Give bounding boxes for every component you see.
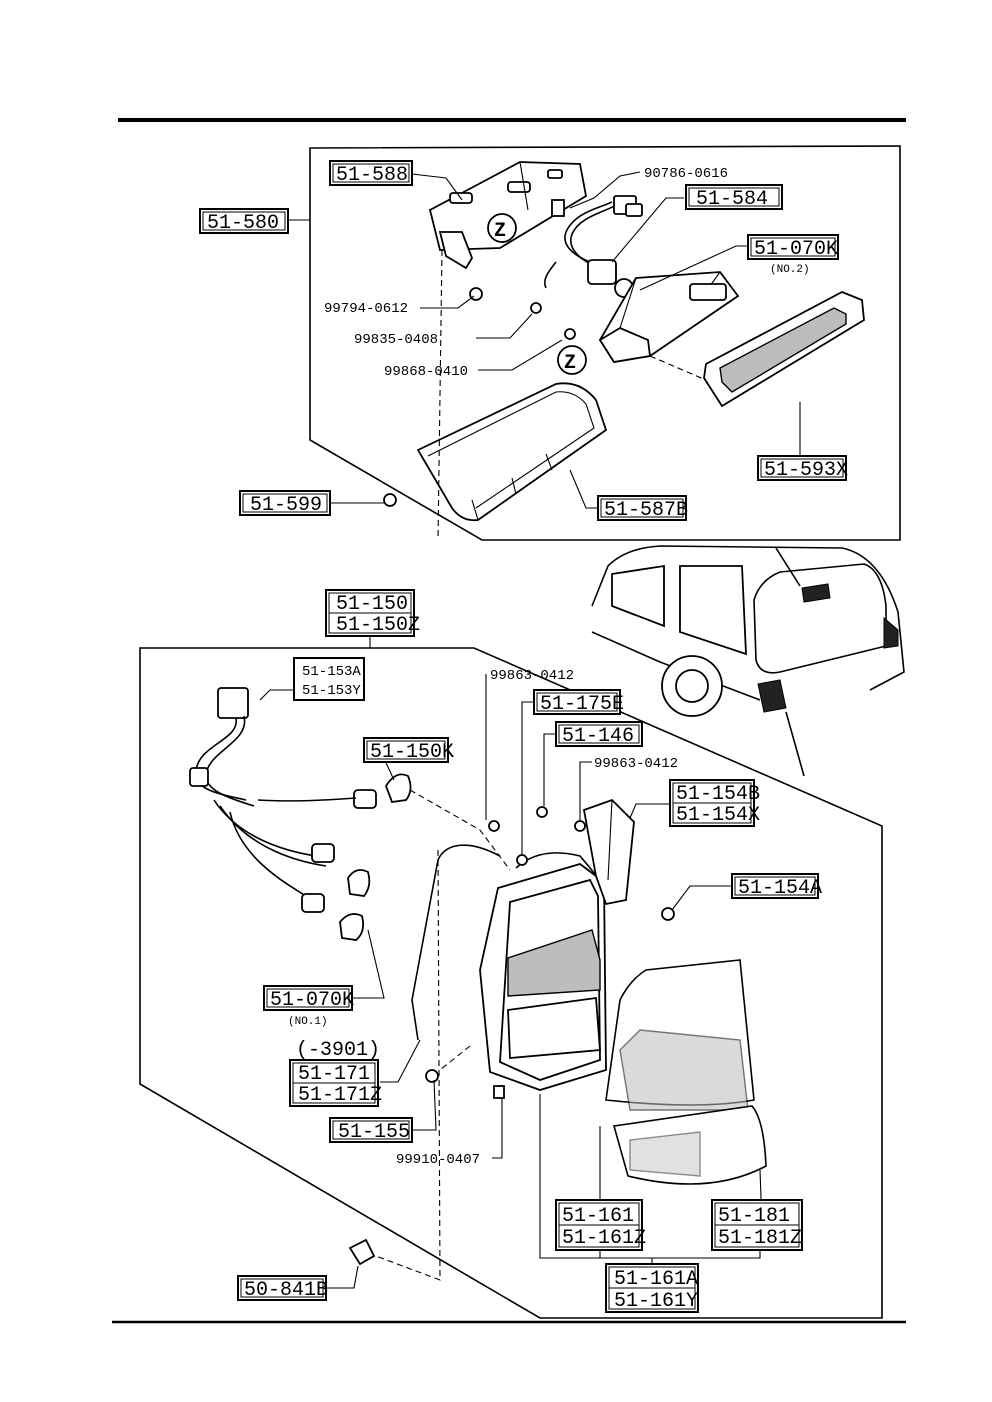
svg-text:51-593X: 51-593X xyxy=(764,459,848,482)
svg-text:51-181Z: 51-181Z xyxy=(718,1227,802,1250)
label-51-181-stack: 51-181 51-181Z xyxy=(711,1199,803,1251)
label-50-841b: 50-841B xyxy=(237,1275,328,1302)
bolt-154a-drawing xyxy=(661,907,675,921)
bulb-150k-drawing xyxy=(385,773,412,803)
screw-99863-b-drawing xyxy=(574,820,586,832)
svg-text:51-150: 51-150 xyxy=(336,593,408,616)
label-90786-0616: 90786-0616 xyxy=(644,166,728,182)
bottom-frame xyxy=(139,647,883,1319)
socket-584-drawing xyxy=(543,195,643,298)
svg-text:51-153Y: 51-153Y xyxy=(302,683,361,699)
label-51-155: 51-155 xyxy=(329,1117,413,1144)
svg-text:51-588: 51-588 xyxy=(336,164,408,187)
label-51-153-stack: 51-153A 51-153Y xyxy=(293,657,365,701)
marker-z-a-circle xyxy=(487,213,517,243)
lens-593x-drawing xyxy=(703,291,865,408)
label-99835-0408: 99835-0408 xyxy=(354,332,438,348)
label-3901-note: (-3901) xyxy=(296,1039,380,1062)
marker-z-b: Z xyxy=(564,352,576,375)
label-51-070k-no2: 51-070K (NO.2) xyxy=(747,234,839,276)
bracket-154b-drawing xyxy=(582,798,635,906)
marker-z-a: Z xyxy=(494,220,506,243)
gasket-171-drawing xyxy=(411,844,501,1041)
svg-text:51-171Z: 51-171Z xyxy=(298,1084,382,1107)
svg-text:51-070K: 51-070K xyxy=(754,238,838,261)
marker-z-b-circle xyxy=(557,345,587,375)
bottom-section: 51-150 51-150Z 51-153A 51-153Y 99863-041… xyxy=(139,589,883,1319)
svg-text:51-155: 51-155 xyxy=(338,1121,410,1144)
svg-text:51-599: 51-599 xyxy=(250,494,322,517)
vehicle-inset xyxy=(591,545,905,777)
label-99868-0410: 99868-0410 xyxy=(384,364,468,380)
label-51-588: 51-588 xyxy=(329,160,413,187)
part-146-drawing xyxy=(536,806,548,818)
label-51-587b: 51-587B xyxy=(597,495,688,522)
svg-text:51-175E: 51-175E xyxy=(540,693,624,716)
label-51-175e: 51-175E xyxy=(533,689,624,716)
bulb-070k-drawing xyxy=(339,869,371,941)
svg-text:51-161Y: 51-161Y xyxy=(614,1290,698,1313)
label-51-584: 51-584 xyxy=(685,184,783,211)
label-51-154a: 51-154A xyxy=(731,873,822,900)
svg-text:51-181: 51-181 xyxy=(718,1205,790,1228)
label-99910-0407: 99910-0407 xyxy=(396,1152,480,1168)
label-99863-0412-b: 99863-0412 xyxy=(594,756,678,772)
label-99863-0412-a: 99863-0412 xyxy=(490,668,574,684)
svg-text:(NO.1): (NO.1) xyxy=(288,1016,328,1028)
grommet-841b-drawing xyxy=(348,1238,376,1266)
top-section: Z Z 51-580 51-588 90786-0616 51-584 xyxy=(199,145,901,541)
label-51-150k: 51-150K xyxy=(363,737,454,764)
lamp-body-drawing xyxy=(598,271,740,363)
label-51-171-stack: 51-171 51-171Z xyxy=(289,1059,382,1107)
screw-99863-a-drawing xyxy=(488,820,500,832)
screw-9983-drawing xyxy=(530,302,542,314)
label-51-161-stack: 51-161 51-161Z xyxy=(555,1199,646,1251)
svg-text:51-171: 51-171 xyxy=(298,1063,370,1086)
label-51-150-stack: 51-150 51-150Z xyxy=(325,589,420,637)
svg-text:51-150Z: 51-150Z xyxy=(336,614,420,637)
clip-599-drawing xyxy=(383,493,397,507)
outer-lens-drawing xyxy=(605,959,767,1185)
nut-155-drawing xyxy=(425,1069,439,1083)
svg-text:51-150K: 51-150K xyxy=(370,741,454,764)
svg-text:51-070K: 51-070K xyxy=(270,989,354,1012)
screw-9986-drawing xyxy=(564,328,576,340)
svg-text:51-161A: 51-161A xyxy=(614,1268,698,1291)
harness-153-drawing xyxy=(189,687,377,913)
svg-text:51-146: 51-146 xyxy=(562,725,634,748)
svg-text:51-154X: 51-154X xyxy=(676,804,760,827)
svg-text:51-161: 51-161 xyxy=(562,1205,634,1228)
svg-text:51-153A: 51-153A xyxy=(302,664,361,680)
label-51-161a-stack: 51-161A 51-161Y xyxy=(605,1263,699,1313)
svg-text:51-587B: 51-587B xyxy=(604,499,688,522)
label-51-593x: 51-593X xyxy=(757,455,848,482)
svg-text:50-841B: 50-841B xyxy=(244,1279,328,1302)
screw-99910-drawing xyxy=(493,1085,505,1099)
label-99794-0612: 99794-0612 xyxy=(324,301,408,317)
label-51-599: 51-599 xyxy=(239,490,331,517)
svg-text:51-154A: 51-154A xyxy=(738,877,822,900)
svg-text:51-161Z: 51-161Z xyxy=(562,1227,646,1250)
svg-text:51-580: 51-580 xyxy=(207,212,279,235)
label-51-154-stack: 51-154B 51-154X xyxy=(669,779,760,827)
lamp-housing-drawing xyxy=(479,852,607,1091)
label-51-580: 51-580 xyxy=(199,208,289,235)
cover-587b-drawing xyxy=(416,382,608,522)
label-51-146: 51-146 xyxy=(555,721,643,748)
label-51-070k-no1: 51-070K (NO.1) xyxy=(263,985,354,1028)
part-175e-drawing xyxy=(516,854,528,866)
top-frame xyxy=(309,145,901,541)
svg-text:51-154B: 51-154B xyxy=(676,783,760,806)
svg-text:51-584: 51-584 xyxy=(696,188,768,211)
svg-text:(NO.2): (NO.2) xyxy=(770,264,810,276)
bracket-588-drawing xyxy=(428,161,587,270)
